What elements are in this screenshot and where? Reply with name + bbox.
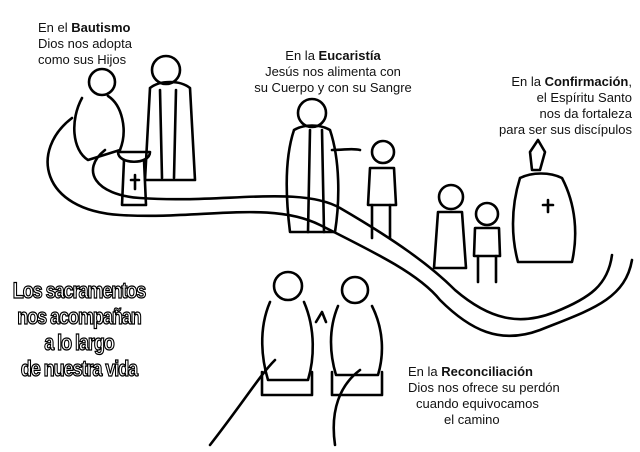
- confirmation-scene: [432, 138, 577, 284]
- baptism-scene: [72, 54, 197, 207]
- sacrament-name-eucaristia: Eucaristía: [318, 48, 381, 63]
- sacrament-name-confirmacion: Confirmación: [544, 74, 629, 89]
- eucharist-scene: [285, 97, 398, 240]
- road-path-bottom-right: [332, 368, 362, 447]
- caption-bautismo: En el Bautismo Dios nos adopta como sus …: [38, 20, 132, 67]
- road-path-outer: [46, 116, 634, 338]
- caption-confirmacion: En la Confirmación, el Espíritu Santo no…: [499, 74, 632, 137]
- sacrament-name-reconciliacion: Reconciliación: [441, 364, 533, 379]
- sacrament-name-bautismo: Bautismo: [71, 20, 131, 35]
- caption-eucaristia: En la Eucaristía Jesús nos alimenta con …: [254, 48, 412, 95]
- page-title: Los sacramentos nos acompañan a lo largo…: [12, 277, 147, 381]
- reconciliation-scene: [260, 270, 384, 397]
- road-path-inner: [91, 148, 614, 321]
- road-path-bottom-left: [208, 358, 277, 447]
- caption-reconciliacion: En la Reconciliación Dios nos ofrece su …: [408, 364, 560, 427]
